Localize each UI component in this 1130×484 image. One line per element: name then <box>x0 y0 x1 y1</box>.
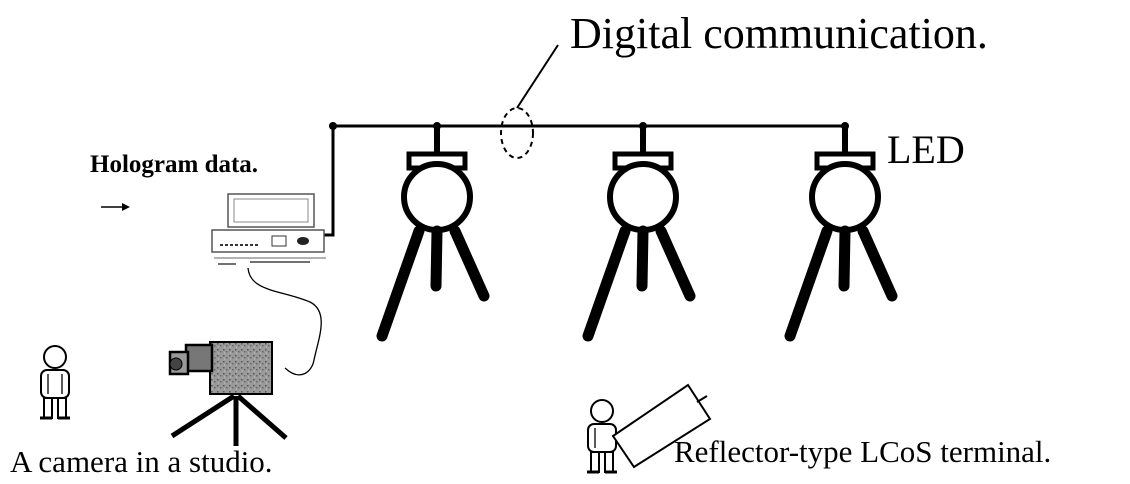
communication-bus <box>323 44 849 237</box>
person-icon <box>587 399 617 474</box>
camera-studio-label: A camera in a studio. <box>10 444 273 479</box>
led-lamp-icon <box>582 126 696 342</box>
digital-communication-label: Digital communication. <box>570 9 988 58</box>
lcos-terminal-icon <box>611 383 712 469</box>
computer-icon <box>211 193 326 265</box>
led-lamp-icon <box>376 126 490 342</box>
led-lamp-icon <box>784 126 898 342</box>
person-icon <box>40 345 70 420</box>
arrow-right-icon <box>101 203 130 211</box>
lcos-terminal-label: Reflector-type LCoS terminal. <box>674 434 1052 469</box>
video-camera-icon <box>168 341 288 446</box>
led-label: LED <box>887 127 965 172</box>
camera-cable <box>247 267 322 376</box>
hologram-data-label: Hologram data. <box>90 151 259 178</box>
